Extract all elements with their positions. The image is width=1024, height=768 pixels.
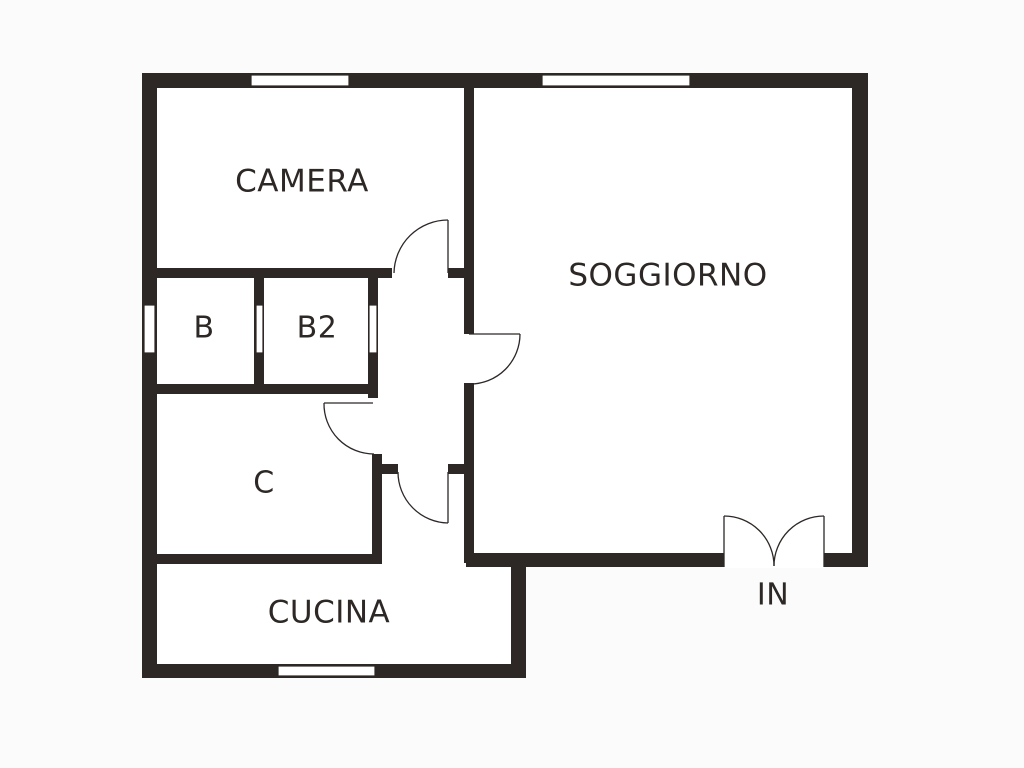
entrance-label: IN	[757, 578, 789, 613]
window-soggiorno	[541, 74, 691, 87]
window-camera	[250, 74, 350, 87]
door-soggiorno	[469, 333, 521, 385]
door-entrance	[723, 515, 825, 568]
wall-bath-bottom	[150, 384, 378, 394]
room-label-camera: CAMERA	[235, 164, 369, 200]
room-label-c: C	[253, 466, 274, 501]
floor-area	[150, 80, 860, 670]
wall-right	[852, 73, 868, 567]
room-label-soggiorno: SOGGIORNO	[568, 258, 767, 294]
door-cucina	[397, 471, 449, 524]
wall-kitchen-right	[511, 553, 526, 678]
window-bagno-divider	[255, 304, 264, 354]
door-c	[323, 402, 375, 455]
wall-camera-bottom-right	[448, 268, 470, 278]
wall-c-right	[372, 454, 382, 562]
wall-corridor-bottom-stub	[448, 464, 470, 474]
room-label-bagno2: B2	[297, 311, 338, 346]
wall-c-bottom	[150, 554, 382, 564]
door-camera	[393, 219, 449, 274]
wall-camera-bottom-left	[150, 268, 392, 278]
room-label-bagno1: B	[193, 311, 214, 346]
window-cucina	[277, 665, 376, 677]
room-label-cucina: CUCINA	[268, 595, 391, 631]
wall-soggiorno-left-upper	[464, 80, 474, 334]
wall-c-top-stub	[372, 464, 398, 474]
wall-left	[142, 73, 157, 678]
window-bagno2-right	[368, 304, 378, 354]
window-bagno-left	[143, 304, 156, 354]
